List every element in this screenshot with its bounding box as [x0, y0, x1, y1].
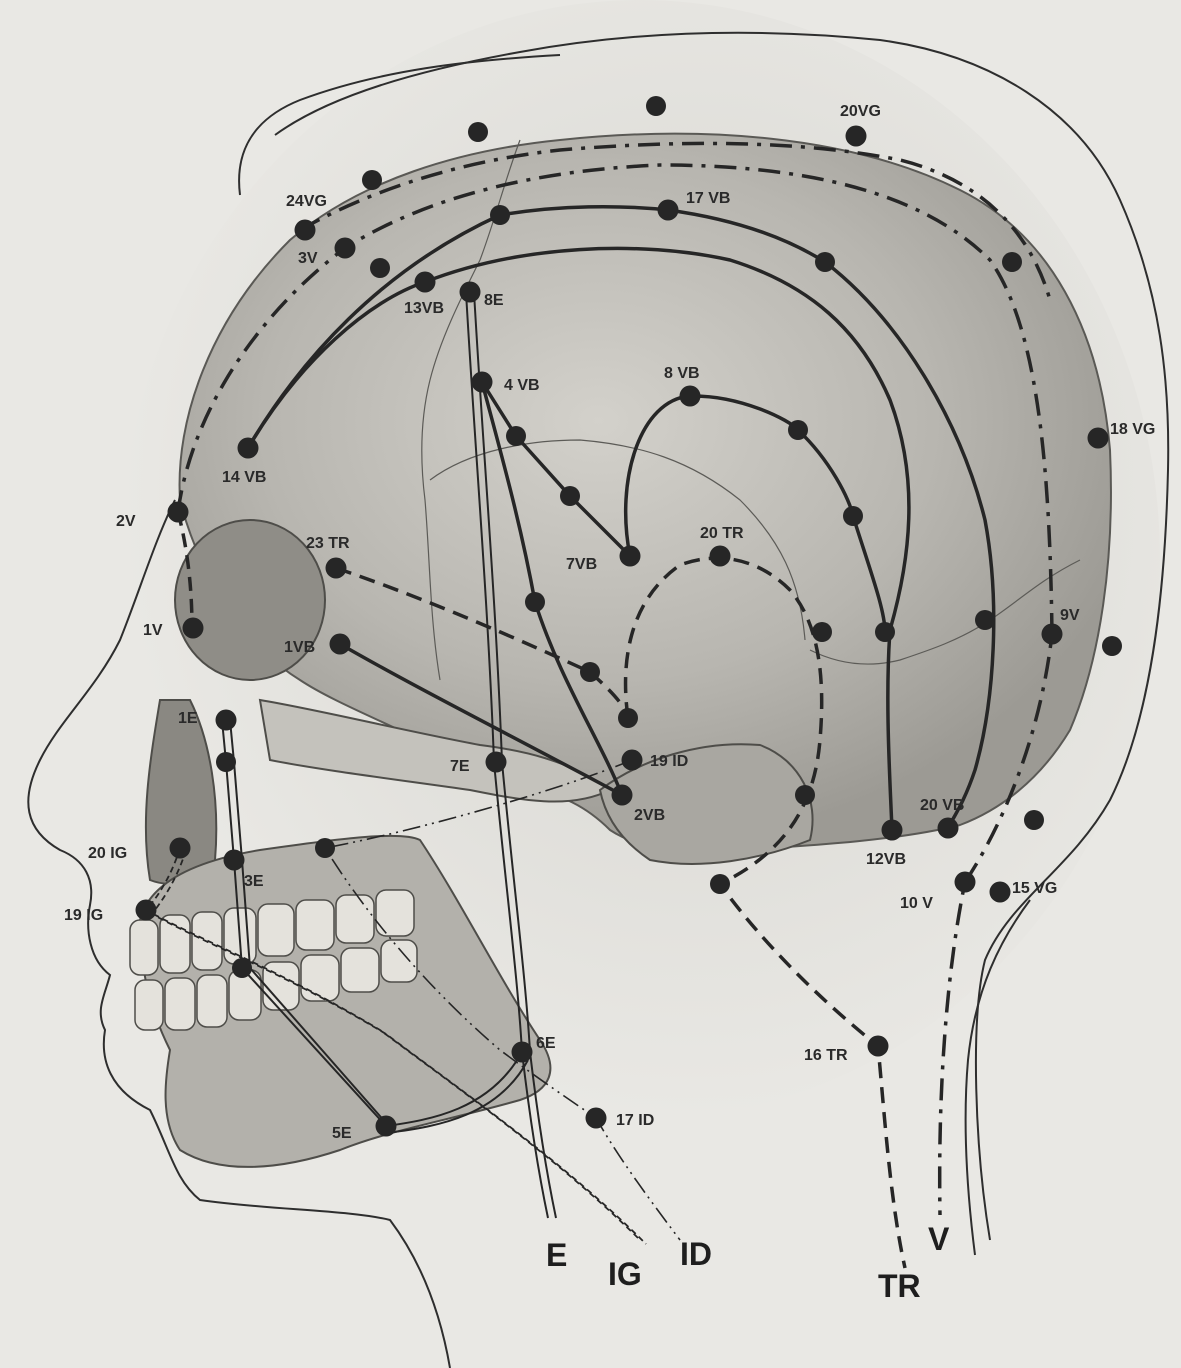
point-marker-20tr — [710, 546, 731, 567]
point-label-16tr: 16 TR — [804, 1047, 848, 1064]
point-marker-10v — [955, 872, 976, 893]
point-label-19id: 19 ID — [650, 753, 688, 770]
point-label-24vg: 24VG — [286, 193, 327, 210]
meridian-label-v: V — [928, 1221, 950, 1257]
unlabeled-point-marker — [812, 622, 832, 642]
point-marker-1v — [183, 618, 204, 639]
point-marker-19ig — [136, 900, 157, 921]
point-marker-19id — [622, 750, 643, 771]
point-marker-23tr — [326, 558, 347, 579]
unlabeled-point-marker — [646, 96, 666, 116]
meridian-label-e: E — [546, 1237, 567, 1273]
point-label-7e: 7E — [450, 758, 470, 775]
meridian-label-id: ID — [680, 1236, 712, 1272]
unlabeled-point-marker — [975, 610, 995, 630]
unlabeled-point-marker — [795, 785, 815, 805]
point-label-8e: 8E — [484, 292, 504, 309]
unlabeled-point-marker — [315, 838, 335, 858]
unlabeled-point-marker — [506, 426, 526, 446]
meridian-labels-layer: E IG ID TRV — [546, 1221, 950, 1304]
point-marker-17id — [586, 1108, 607, 1129]
meridian-label-tr: TR — [878, 1268, 921, 1304]
point-label-17id: 17 ID — [616, 1112, 654, 1129]
point-label-2v: 2V — [116, 513, 136, 530]
unlabeled-point-marker — [560, 486, 580, 506]
point-marker-6e — [512, 1042, 533, 1063]
unlabeled-point-marker — [525, 592, 545, 612]
point-marker-9v — [1042, 624, 1063, 645]
unlabeled-point-marker — [1102, 636, 1122, 656]
point-label-1e: 1E — [178, 710, 198, 727]
point-marker-1e — [216, 710, 237, 731]
point-marker-2v — [168, 502, 189, 523]
point-label-7vb: 7VB — [566, 556, 597, 573]
point-marker-7e — [486, 752, 507, 773]
point-label-6e: 6E — [536, 1035, 556, 1052]
point-label-20tr: 20 TR — [700, 525, 744, 542]
point-marker-2vb — [612, 785, 633, 806]
point-label-13vb: 13VB — [404, 300, 444, 317]
point-marker-20vg — [846, 126, 867, 147]
point-marker-3e — [224, 850, 245, 871]
unlabeled-point-marker — [580, 662, 600, 682]
point-label-20vg: 20VG — [840, 103, 881, 120]
point-label-2vb: 2VB — [634, 807, 665, 824]
point-label-19ig: 19 IG — [64, 907, 103, 924]
point-marker-16tr — [868, 1036, 889, 1057]
unlabeled-point-marker — [232, 958, 252, 978]
unlabeled-point-marker — [362, 170, 382, 190]
point-label-4vb: 4 VB — [504, 377, 540, 394]
point-label-1v: 1V — [143, 622, 163, 639]
point-label-9v: 9V — [1060, 607, 1080, 624]
point-label-15vg: 15 VG — [1012, 880, 1057, 897]
point-marker-17vb — [658, 200, 679, 221]
point-label-18vg: 18 VG — [1110, 421, 1155, 438]
point-marker-15vg — [990, 882, 1011, 903]
point-label-1vb: 1VB — [284, 639, 315, 656]
point-marker-13vb — [415, 272, 436, 293]
point-marker-20ig — [170, 838, 191, 859]
point-marker-8vb — [680, 386, 701, 407]
point-label-8vb: 8 VB — [664, 365, 700, 382]
point-label-5e: 5E — [332, 1125, 352, 1142]
unlabeled-point-marker — [710, 874, 730, 894]
point-marker-5e — [376, 1116, 397, 1137]
unlabeled-point-marker — [843, 506, 863, 526]
point-label-17vb: 17 VB — [686, 190, 730, 207]
unlabeled-point-marker — [1002, 252, 1022, 272]
unlabeled-point-marker — [875, 622, 895, 642]
eye-orbit — [175, 520, 325, 680]
point-marker-18vg — [1088, 428, 1109, 449]
point-marker-7vb — [620, 546, 641, 567]
point-marker-12vb — [882, 820, 903, 841]
point-marker-1vb — [330, 634, 351, 655]
unlabeled-point-marker — [468, 122, 488, 142]
point-marker-8e — [460, 282, 481, 303]
unlabeled-point-marker — [216, 752, 236, 772]
unlabeled-point-marker — [1024, 810, 1044, 830]
point-label-23tr: 23 TR — [306, 535, 350, 552]
point-label-12vb: 12VB — [866, 851, 906, 868]
point-label-10v: 10 V — [900, 895, 933, 912]
unlabeled-point-marker — [788, 420, 808, 440]
point-marker-4vb — [472, 372, 493, 393]
unlabeled-point-marker — [370, 258, 390, 278]
point-label-3e: 3E — [244, 873, 264, 890]
point-marker-24vg — [295, 220, 316, 241]
unlabeled-point-marker — [815, 252, 835, 272]
point-marker-20vb — [938, 818, 959, 839]
unlabeled-point-marker — [618, 708, 638, 728]
point-marker-14vb — [238, 438, 259, 459]
point-marker-3v — [335, 238, 356, 259]
point-label-14vb: 14 VB — [222, 469, 266, 486]
meridian-label-ig: IG — [608, 1256, 642, 1292]
point-label-20vb: 20 VB — [920, 797, 964, 814]
point-label-3v: 3V — [298, 250, 318, 267]
point-label-20ig: 20 IG — [88, 845, 127, 862]
unlabeled-point-marker — [490, 205, 510, 225]
